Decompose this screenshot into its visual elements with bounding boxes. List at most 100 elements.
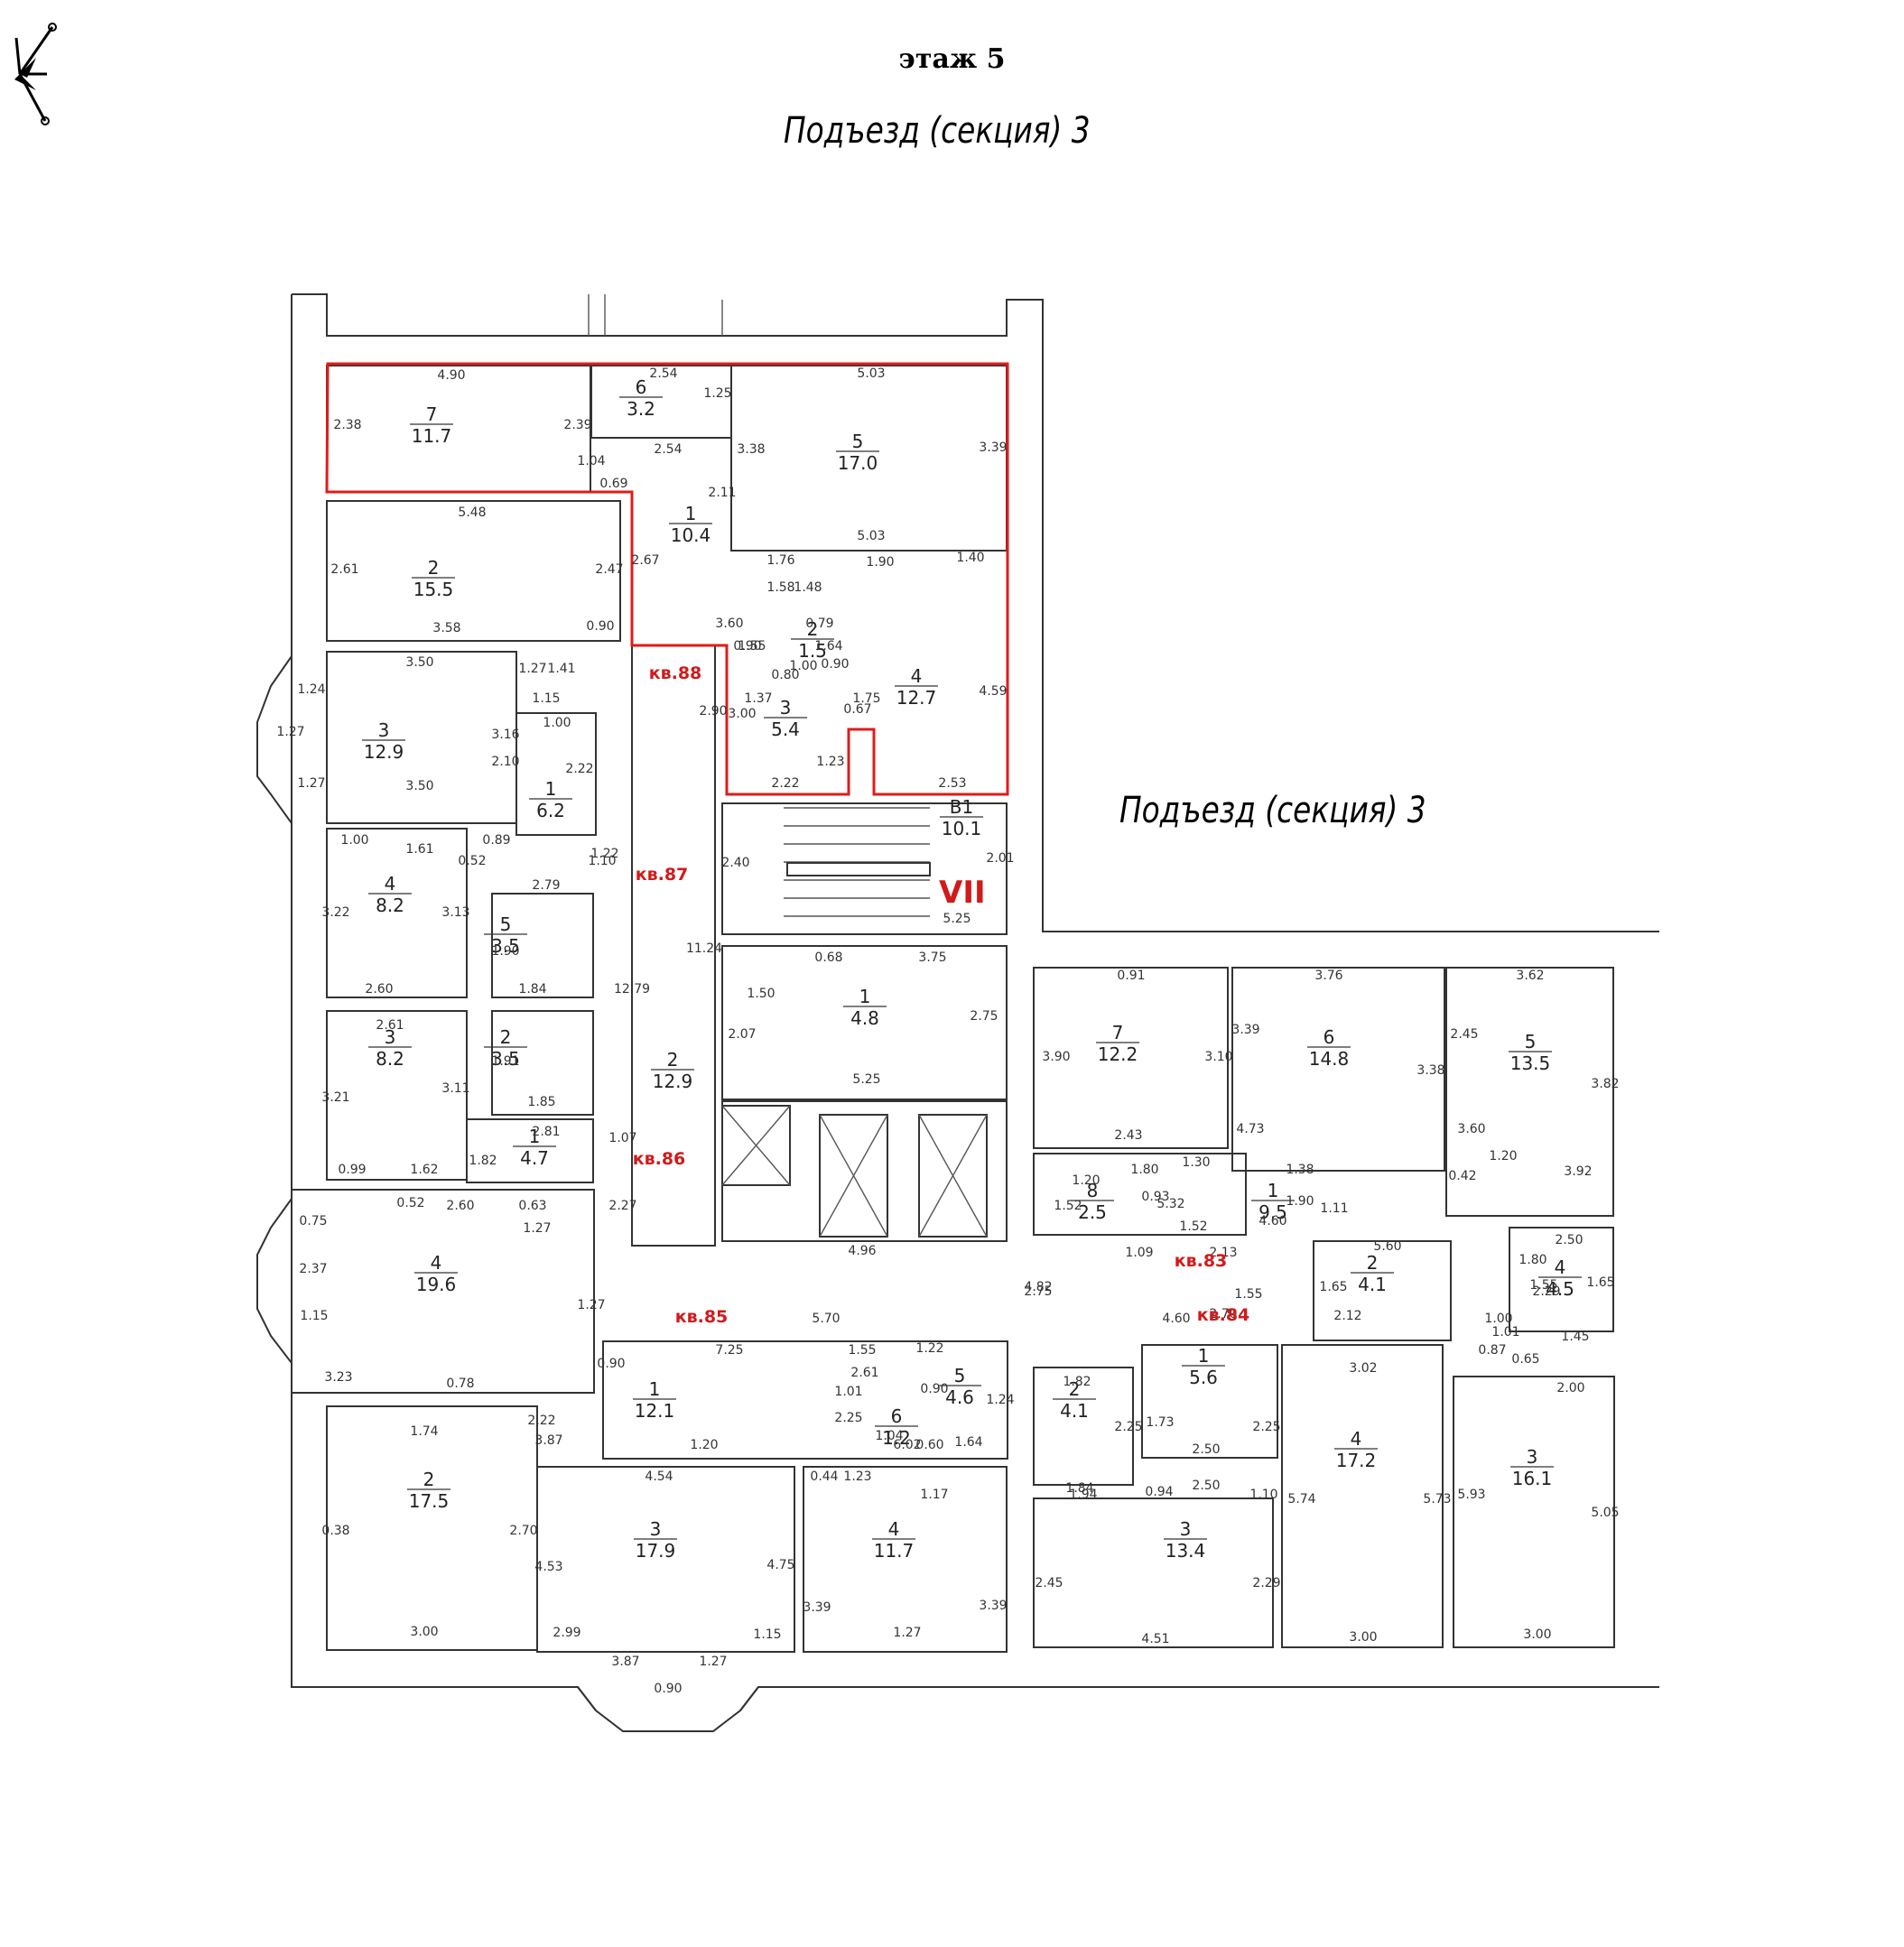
room-area: 12.1: [635, 1400, 675, 1422]
dimension-label: 0.91: [1117, 969, 1145, 983]
dimension-label: 1.62: [410, 1163, 438, 1177]
room-number: 2: [1069, 1378, 1081, 1400]
dimension-label: 3.38: [737, 442, 765, 457]
dimension-label: 1.55: [848, 1343, 876, 1358]
room-area: 10.4: [671, 524, 711, 546]
dimension-label: 1.04: [875, 1429, 903, 1443]
dimension-label: 1.61: [405, 842, 433, 857]
dimension-label: 1.00: [340, 833, 368, 848]
dimension-label: 2.60: [446, 1199, 474, 1213]
dimension-label: 2.50: [1192, 1479, 1220, 1493]
dimension-label: 1.04: [577, 454, 605, 468]
dimension-label: 2.07: [728, 1027, 756, 1042]
room-number: 4: [888, 1518, 900, 1540]
dimension-label: 5.93: [1457, 1488, 1485, 1502]
apartment-label[interactable]: кв.86: [633, 1149, 686, 1169]
room-area: 13.5: [1510, 1052, 1551, 1074]
dimension-label: 0.42: [1448, 1169, 1476, 1183]
dimension-label: 1.15: [753, 1627, 781, 1642]
dimension-label: 0.90: [821, 657, 849, 672]
compass-icon: [14, 23, 57, 125]
dimension-label: 1.37: [744, 691, 772, 706]
apartment-label[interactable]: кв.84: [1197, 1305, 1250, 1325]
dimension-label: 5.03: [857, 529, 885, 543]
room-label: 53.5: [484, 913, 527, 957]
room-label: 412.7: [895, 665, 938, 709]
dimension-label: 1.58: [766, 580, 794, 595]
room-area: 10.1: [942, 818, 982, 839]
dimension-label: 1.10: [588, 854, 616, 868]
room-number: 3: [780, 697, 792, 719]
room-label: 112.1: [633, 1378, 676, 1422]
apartment-label[interactable]: кв.88: [649, 663, 702, 683]
dimension-label: 2.60: [365, 982, 393, 997]
room-area: 17.2: [1336, 1450, 1377, 1471]
building-outline: [256, 293, 1659, 1732]
room-label: 517.0: [836, 431, 879, 474]
dimension-label: 11.24: [686, 941, 722, 956]
dimension-label: 5.03: [857, 366, 885, 381]
room-number: В1: [950, 796, 973, 818]
room-number: 2: [500, 1026, 512, 1048]
dimension-label: 1.40: [956, 551, 984, 565]
room-area: 5.4: [771, 719, 800, 740]
room-labels: 711.763.2517.0110.4215.5412.721.535.4312…: [362, 376, 1582, 1562]
dimension-label: 1.24: [297, 682, 325, 697]
dimension-label: 3.11: [441, 1081, 469, 1096]
highlighted-apartment-outline: [325, 362, 1009, 796]
room-area: 4.1: [1060, 1400, 1089, 1422]
dimension-label: 1.80: [1519, 1253, 1546, 1267]
dimension-label: 3.02: [1349, 1361, 1377, 1376]
dimension-label: 1.20: [1489, 1149, 1517, 1164]
room-area: 1.5: [798, 640, 827, 662]
dimension-label: 1.22: [915, 1341, 943, 1356]
dimension-label: 0.94: [1145, 1485, 1173, 1499]
room-area: 17.9: [636, 1540, 676, 1562]
dimension-label: 1.64: [814, 639, 842, 654]
dimension-label: 1.48: [794, 580, 822, 595]
room-label: 38.2: [368, 1026, 412, 1070]
apartment-label[interactable]: кв.87: [636, 865, 689, 885]
room-area: 17.5: [409, 1490, 450, 1512]
room-area: 3.2: [627, 398, 655, 420]
room-number: 1: [1198, 1345, 1210, 1367]
dimension-label: 2.22: [565, 762, 593, 776]
dimension-label: 0.90: [586, 619, 614, 634]
dimension-label: 2.75: [970, 1009, 998, 1024]
room-area: 3.5: [491, 935, 520, 957]
apartment-label[interactable]: кв.85: [675, 1307, 729, 1327]
dimension-label: 1.75: [852, 691, 880, 706]
dimension-label: 4.60: [1258, 1214, 1286, 1228]
dimension-label: 5.25: [943, 912, 971, 926]
section-label-right: Подъезд (секция) 3: [1119, 790, 1426, 831]
dimension-label: 1.01: [1491, 1325, 1519, 1340]
room-number: 1: [685, 503, 697, 524]
dimension-label: 5.32: [1156, 1197, 1184, 1211]
dimension-label: 2.22: [527, 1414, 555, 1428]
dimension-label: 2.10: [491, 755, 519, 769]
dimension-label: 3.39: [979, 440, 1007, 455]
dimension-label: 1.52: [1054, 1199, 1082, 1213]
dimension-label: 3.22: [321, 905, 349, 920]
dimension-label: 1.24: [986, 1393, 1014, 1407]
room-area: 5.6: [1189, 1367, 1218, 1388]
room-area: 11.7: [412, 425, 452, 447]
dimension-label: 5.73: [1423, 1492, 1451, 1507]
dimension-label: 3.00: [1523, 1627, 1551, 1642]
dimension-label: 1.52: [1179, 1219, 1207, 1234]
room-label: 313.4: [1164, 1518, 1207, 1562]
dimension-label: 1.90: [1286, 1194, 1314, 1209]
room-area: 13.4: [1166, 1540, 1206, 1562]
dimension-label: 1.23: [843, 1470, 871, 1484]
dimension-label: 2.29: [1252, 1576, 1280, 1590]
room-label: 217.5: [407, 1469, 450, 1512]
dimension-label: 2.37: [299, 1262, 327, 1276]
dimension-label: 1.84: [518, 982, 546, 997]
dimension-label: 0.99: [338, 1163, 366, 1177]
dimension-label: 0.65: [1511, 1352, 1539, 1367]
room-number: 2: [667, 1049, 679, 1071]
dimension-label: 0.52: [396, 1196, 424, 1210]
room-number: 2: [807, 618, 819, 640]
dimension-label: 4.75: [766, 1558, 794, 1572]
apartment-label[interactable]: кв.83: [1175, 1251, 1228, 1271]
